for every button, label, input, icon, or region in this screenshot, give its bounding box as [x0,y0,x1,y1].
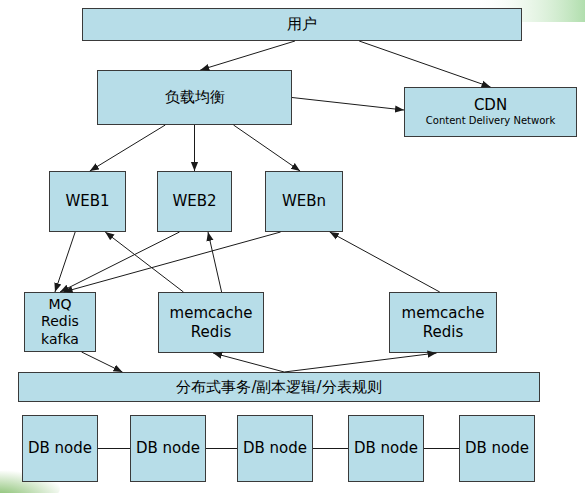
connector-arrow [213,353,284,372]
connector-arrow [206,448,237,449]
process-box: memcache Redis [158,292,264,353]
box-label: WEBn [282,192,326,211]
box-label: 分布式事务/副本逻辑/分表规则 [176,378,381,397]
process-box: WEB1 [49,171,126,232]
connector-arrow [424,448,459,449]
box-label: DB node [243,439,307,458]
box-label: 负载均衡 [165,88,225,107]
box-label: CDN [474,96,507,115]
box-label: Content Delivery Network [426,115,555,128]
connector-arrow [234,125,301,171]
connector-arrow [64,232,281,292]
process-box: DB node [22,415,98,482]
box-label: MQ Redis kafka [32,296,88,349]
connector-arrow [194,125,195,171]
process-box: WEBn [265,171,343,232]
process-box: WEB2 [157,171,232,232]
process-box: 负载均衡 [97,70,292,125]
connector-arrow [359,41,490,87]
connector-arrow [313,448,348,449]
connector-arrow [284,353,436,372]
box-label: memcache Redis [398,304,488,342]
connector-arrow [55,232,75,292]
connector-arrow [90,125,165,171]
connector-arrow [330,232,440,292]
process-box: 用户 [82,8,522,41]
process-box: 分布式事务/副本逻辑/分表规则 [18,372,540,402]
process-box: memcache Redis [389,292,497,353]
box-label: DB node [28,439,92,458]
process-box: DB node [348,415,424,482]
box-label: DB node [465,439,529,458]
connector-arrow [82,352,123,372]
process-box: DB node [237,415,313,482]
box-label: DB node [136,439,200,458]
box-label: WEB1 [65,192,109,211]
connector-arrow [200,41,295,70]
process-box: CDNContent Delivery Network [404,87,577,137]
connector-arrow [292,98,404,111]
process-box: DB node [130,415,206,482]
box-label: 用户 [287,15,317,34]
box-label: DB node [354,439,418,458]
connector-arrow [98,448,130,449]
connector-arrow [208,232,222,292]
box-label: memcache Redis [166,304,256,342]
box-label: WEB2 [172,192,216,211]
process-box: MQ Redis kafka [24,292,96,352]
connector-arrow [105,232,183,292]
connector-arrow [60,232,180,292]
process-box: DB node [459,415,535,482]
